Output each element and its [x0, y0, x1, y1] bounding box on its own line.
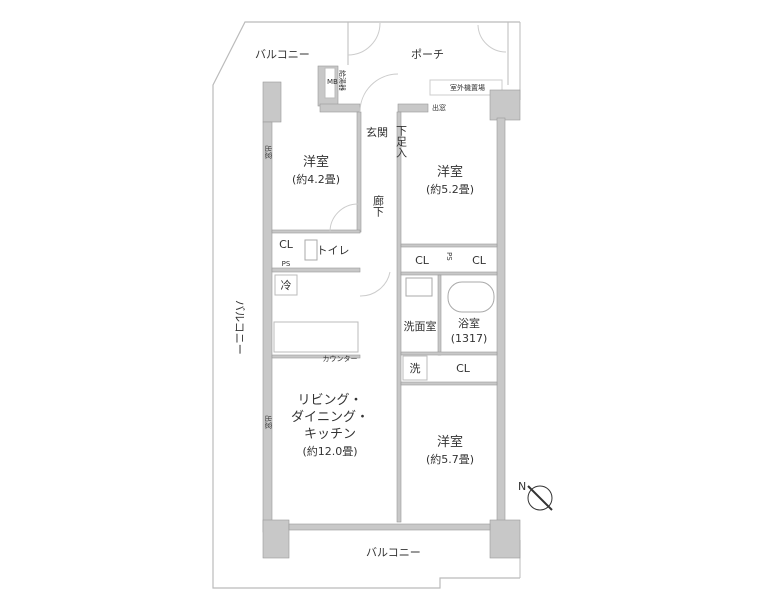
- shoe-storage-label: 下足入: [395, 125, 408, 158]
- water-heater-label: 給湯器: [338, 70, 347, 91]
- porch-label: ポーチ: [411, 48, 444, 61]
- washroom-label: 洗面室: [404, 319, 437, 333]
- ps-1: PS: [282, 260, 291, 268]
- bay-window-label-2: 出窓: [264, 415, 273, 429]
- closet-3: CL: [472, 254, 487, 267]
- north-label: N: [518, 480, 526, 493]
- entrance-label: 玄関: [366, 125, 388, 139]
- ldk-line3: キッチン: [304, 427, 356, 442]
- outdoor-unit-label: 室外機置場: [450, 83, 485, 92]
- fridge-label: 冷: [281, 279, 292, 292]
- closet-2: CL: [415, 254, 430, 267]
- closet-1: CL: [279, 238, 294, 251]
- balcony-left-label: バルコニー: [233, 300, 246, 355]
- bay-window-label: 出窓: [432, 103, 446, 112]
- ldk-size: (約12.0畳): [302, 444, 357, 458]
- north-arrow-icon: N: [518, 480, 553, 511]
- bathroom-name: 浴室: [458, 316, 480, 330]
- closet-4: CL: [456, 362, 471, 375]
- western-room-2-size: (約5.2畳): [426, 182, 474, 196]
- toilet-fixture: [304, 239, 318, 261]
- bathroom-size: (1317): [451, 332, 488, 345]
- western-room-3-name: 洋室: [437, 434, 463, 450]
- balcony-outline: [212, 21, 520, 589]
- toilet-label: トイレ: [317, 244, 350, 257]
- ldk-line1: リビング・: [297, 393, 362, 408]
- counter-label: カウンター: [323, 354, 358, 363]
- hallway-label: 廊下: [372, 194, 385, 218]
- ps-2: PS: [445, 252, 453, 261]
- western-room-1-name: 洋室: [303, 154, 329, 170]
- bathtub: [447, 281, 495, 313]
- kitchen-counter: [273, 321, 359, 353]
- bay-window-label-1: 出窓: [264, 145, 273, 159]
- western-room-3-size: (約5.7畳): [426, 452, 474, 466]
- western-room-2-name: 洋室: [437, 164, 463, 180]
- walls: [262, 65, 521, 559]
- balcony-bottom-label: バルコニー: [366, 546, 421, 559]
- outdoor-unit-area: [429, 79, 503, 96]
- sink: [405, 277, 433, 297]
- balcony-top-label: バルコニー: [255, 48, 310, 61]
- ldk-line2: ダイニング・: [291, 410, 369, 425]
- washer-label: 洗: [410, 362, 421, 375]
- western-room-1-size: (約4.2畳): [292, 172, 340, 186]
- mb-label: MB: [327, 78, 338, 86]
